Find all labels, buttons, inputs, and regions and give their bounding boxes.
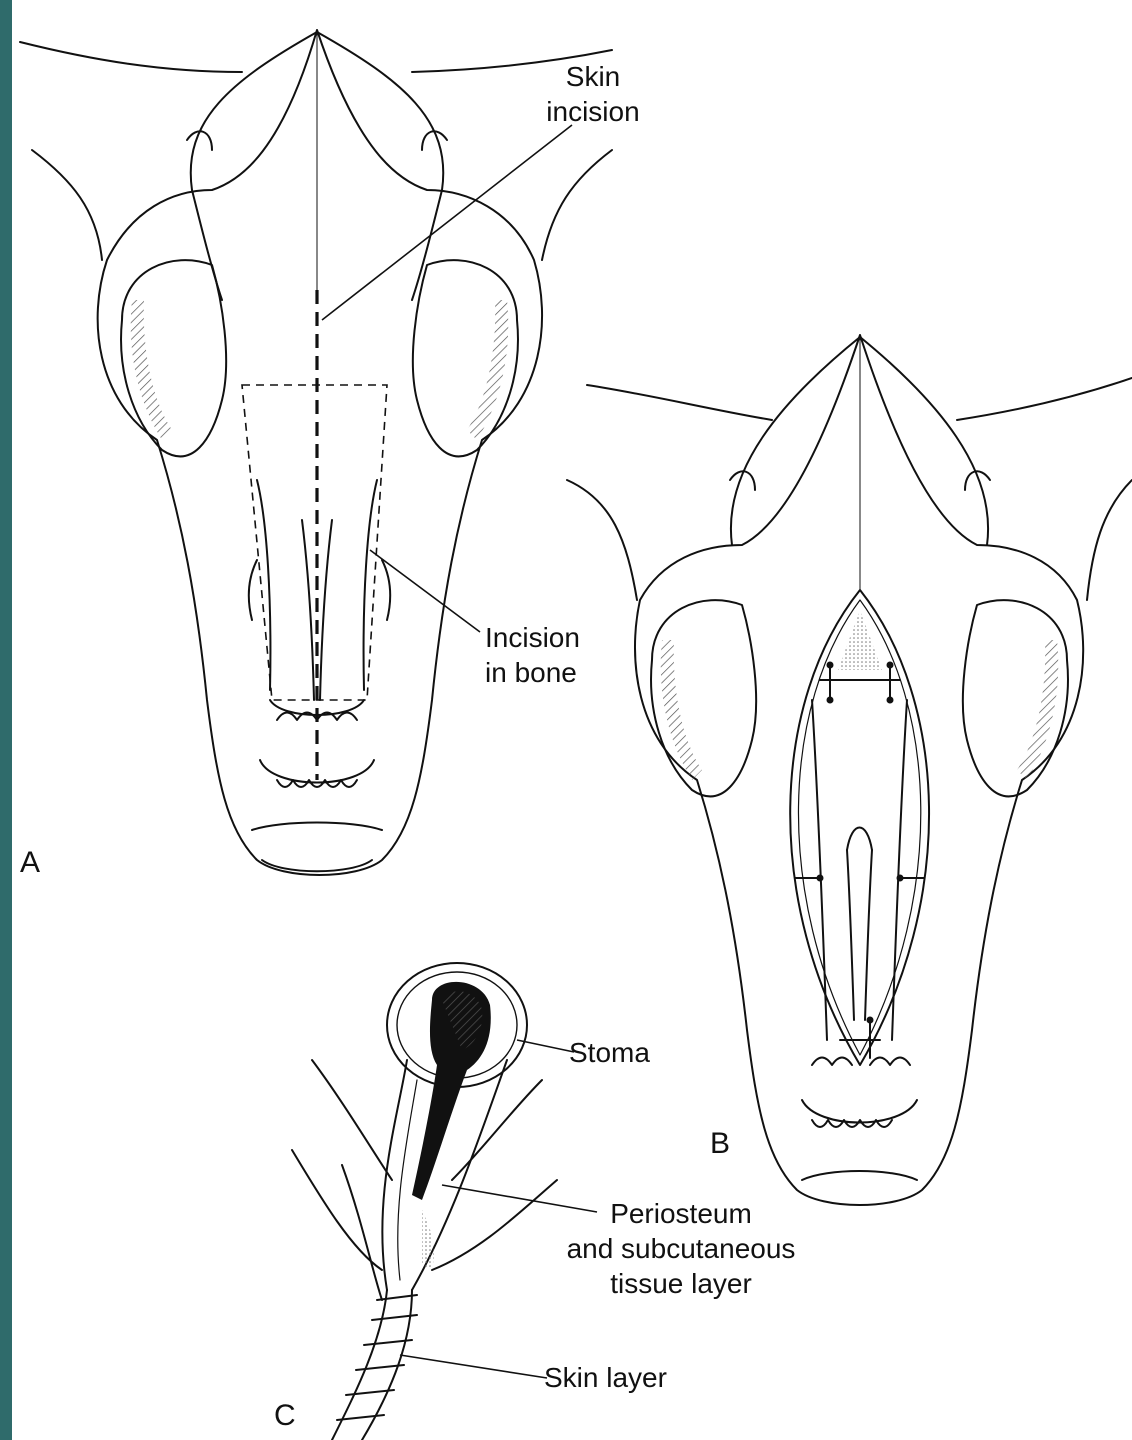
skin-incision-label: Skin incision: [538, 59, 648, 129]
incision-in-bone-label: Incision in bone: [485, 620, 580, 690]
panel-a-leaders: [322, 125, 572, 632]
panel-c-stoma: [292, 963, 557, 1440]
skin-layer-label: Skin layer: [544, 1360, 667, 1395]
panel-b-shading: [661, 610, 1059, 780]
incision-in-bone-line-2: in bone: [485, 655, 580, 690]
skin-incision-line-1: Skin: [538, 59, 648, 94]
periosteum-line-1: Periosteum: [546, 1196, 816, 1231]
panel-b-sutures: [817, 662, 904, 1024]
periosteum-line-3: tissue layer: [546, 1266, 816, 1301]
periosteum-label: Periosteum and subcutaneous tissue layer: [546, 1196, 816, 1301]
skin-incision-line-2: incision: [538, 94, 648, 129]
periosteum-line-2: and subcutaneous: [546, 1231, 816, 1266]
panel-b-skull: [567, 335, 1132, 1205]
panel-a-incisions: [242, 290, 387, 780]
panel-b-letter: B: [710, 1126, 730, 1161]
panel-c-letter: C: [274, 1398, 296, 1433]
panel-a-letter: A: [20, 845, 40, 880]
surgical-diagram: Skin incision Incision in bone A Stoma B…: [12, 0, 1132, 1440]
slide-edge-band: [0, 0, 12, 1440]
panel-c-fills: [412, 982, 491, 1270]
panel-a-shading: [131, 300, 509, 440]
stoma-label: Stoma: [569, 1035, 650, 1070]
incision-in-bone-line-1: Incision: [485, 620, 580, 655]
